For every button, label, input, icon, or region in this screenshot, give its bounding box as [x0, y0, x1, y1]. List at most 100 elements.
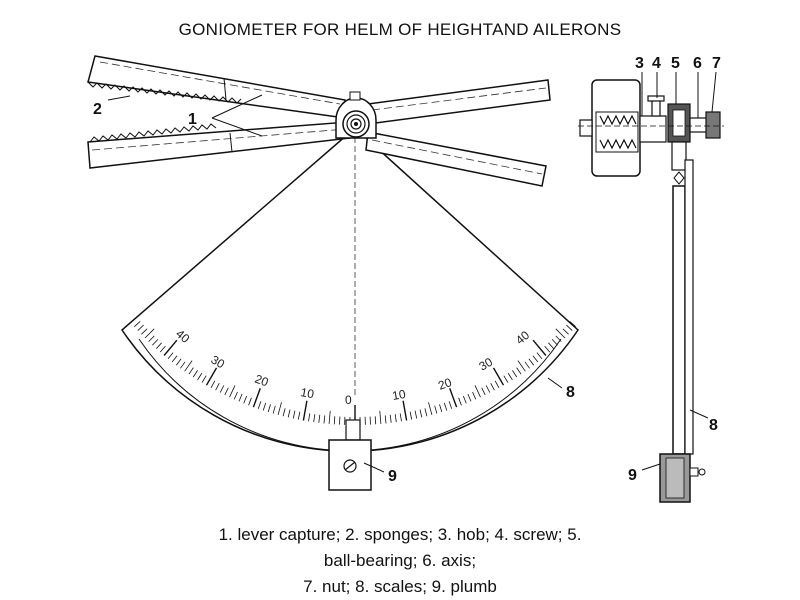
scale-tick — [379, 410, 382, 424]
scale-tick — [434, 405, 438, 414]
scale-tick — [137, 324, 144, 331]
scale-tick — [551, 339, 558, 346]
scale-tick — [252, 388, 261, 408]
scale-tick — [516, 367, 522, 375]
scale-tick — [282, 408, 286, 417]
scale-tick — [399, 413, 402, 422]
scale-tick — [141, 328, 148, 335]
lever-lower-left — [87, 121, 351, 169]
scale-tick — [566, 324, 573, 331]
scale-tick — [428, 402, 433, 416]
scale-tick — [528, 358, 535, 366]
scale-tick — [555, 328, 566, 339]
callout-8-scales-main: 8 — [566, 384, 575, 401]
diagram-title: GONIOMETER FOR HELM OF HEIGHTAND AILERON… — [178, 20, 622, 39]
scale-tick — [272, 405, 276, 414]
scale-tick — [536, 352, 543, 360]
scale-tick — [318, 414, 321, 423]
scale-tick — [439, 404, 443, 413]
scale-tick — [277, 402, 282, 416]
callout-4-screw: 4 — [652, 55, 661, 72]
scale-tick — [555, 335, 562, 342]
scale-tick — [184, 360, 193, 372]
callout-3-hob: 3 — [635, 55, 644, 72]
scale-tick — [474, 385, 481, 398]
scale-tick — [562, 328, 569, 335]
scale-label-right-10: 10 — [391, 387, 407, 403]
scale-tick — [419, 409, 423, 418]
scale-tick — [159, 345, 166, 353]
callout-8-scales-side: 8 — [709, 417, 718, 434]
scale-tick — [494, 380, 500, 388]
scale-tick — [333, 416, 336, 425]
scale-tick — [384, 415, 387, 424]
callout-2-sponges: 2 — [93, 101, 102, 118]
callout-7-nut: 7 — [712, 55, 721, 72]
scale-tick — [262, 402, 267, 411]
scale-tick — [374, 416, 377, 425]
scale-tick — [156, 342, 162, 349]
lever-upper-right — [367, 79, 551, 125]
scale-tick — [180, 361, 186, 369]
scale-tick — [308, 413, 311, 422]
scale-tick — [402, 400, 408, 421]
scale-tick — [507, 372, 513, 381]
scale-tick — [485, 385, 491, 393]
scale-tick — [215, 383, 220, 391]
scale-tick — [409, 411, 413, 420]
scale-tick — [389, 414, 392, 423]
scale-label-right-20: 20 — [436, 375, 454, 393]
scale-tick — [229, 385, 236, 398]
callout-1-lever-capture: 1 — [188, 111, 197, 128]
scale-tick — [467, 393, 472, 402]
scale-tick — [532, 339, 547, 356]
scale-tick — [219, 385, 225, 393]
scale-tick — [257, 401, 262, 409]
scale-tick — [490, 383, 495, 391]
sponge-teeth-lower — [89, 123, 217, 143]
scale-tick — [443, 402, 448, 411]
scale-tick — [517, 360, 526, 372]
scale-tick — [512, 370, 518, 378]
scale-tick — [313, 414, 316, 423]
scale-tick — [448, 401, 453, 409]
scale-tick — [163, 339, 178, 356]
scale-tick — [424, 408, 428, 417]
leader-lines-side — [641, 71, 717, 471]
scale-label-zero: 0 — [345, 393, 352, 407]
scale-tick — [134, 321, 141, 327]
scale-tick — [532, 355, 539, 363]
scale-tick — [197, 372, 203, 381]
scale-tick — [167, 352, 174, 360]
leader-lines-main — [107, 94, 563, 473]
scale-tick — [152, 339, 159, 346]
callout-9-plumb-side: 9 — [628, 467, 637, 484]
scale-tick — [297, 411, 301, 420]
legend-line-1: 1. lever capture; 2. sponges; 3. hob; 4.… — [218, 525, 582, 544]
scale-tick — [548, 342, 554, 349]
legend-line-3: 7. nut; 8. scales; 9. plumb — [303, 577, 497, 596]
scale-tick — [414, 410, 418, 419]
scale-ticks — [134, 321, 576, 426]
scale-tick — [267, 404, 271, 413]
pivot-hub — [335, 91, 377, 139]
scale-tick — [524, 361, 530, 369]
scale-tick — [328, 410, 331, 424]
scale-tick — [503, 375, 509, 383]
callout-6-axis: 6 — [693, 55, 702, 72]
scale-tick — [472, 391, 477, 400]
side-view — [578, 79, 724, 503]
scale-tick — [188, 367, 194, 375]
callout-9-plumb-main: 9 — [388, 468, 397, 485]
scale-tick — [201, 375, 207, 383]
scale-tick — [544, 345, 551, 353]
plumb-main — [328, 419, 372, 491]
scale-tick — [394, 414, 397, 423]
scale-tick — [323, 415, 326, 424]
scale-tick — [481, 387, 486, 396]
scale-tick — [148, 335, 155, 342]
scale-tick — [205, 367, 218, 386]
sponge-teeth-upper — [87, 81, 242, 104]
scale-tick — [569, 321, 576, 327]
